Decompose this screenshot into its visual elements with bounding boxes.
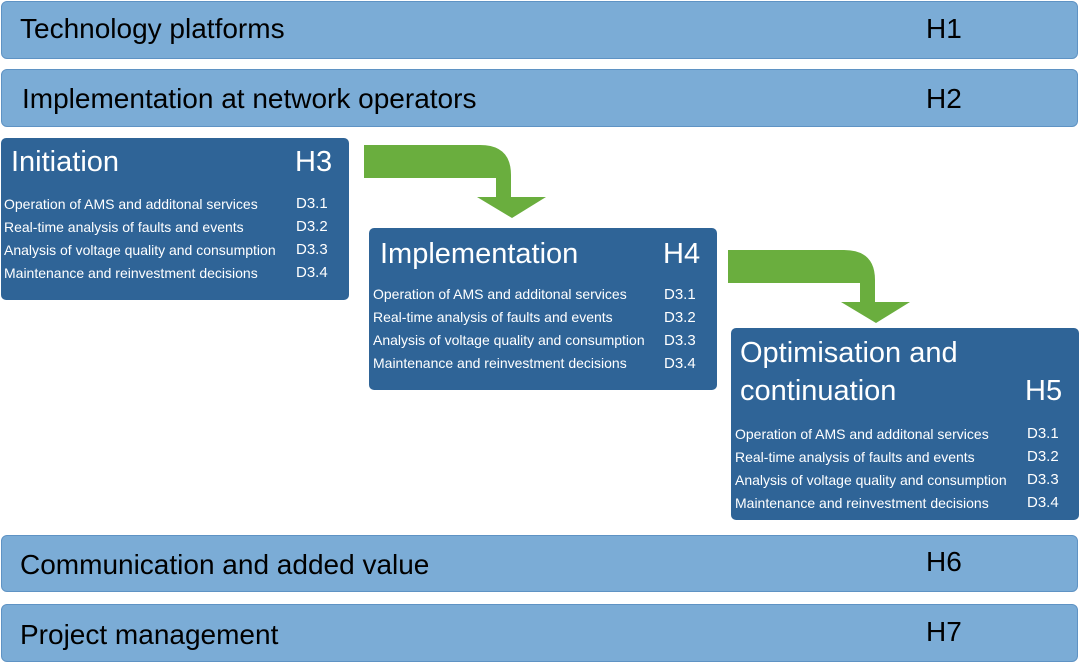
deliverable-label: Analysis of voltage quality and consumpt… [735, 472, 1007, 488]
phase-box-h3: Initiation H3 Operation of AMS and addit… [1, 138, 349, 300]
workpackage-bar-h2: Implementation at network operators H2 [1, 69, 1078, 127]
deliverable-label: Real-time analysis of faults and events [4, 219, 244, 235]
arrow-right-down-icon [364, 145, 546, 218]
phase-title-line2: continuation [740, 375, 897, 407]
phase-code: H4 [663, 238, 701, 270]
phase-title-line1: Optimisation and [740, 337, 958, 369]
deliverable-code: D3.3 [664, 332, 696, 349]
deliverable-label: Real-time analysis of faults and events [735, 449, 975, 465]
bar-label: Technology platforms [20, 13, 285, 44]
bar-label: Implementation at network operators [22, 83, 477, 114]
deliverable-label: Maintenance and reinvestment decisions [4, 265, 258, 281]
deliverable-code: D3.4 [664, 355, 696, 372]
phase-code: H5 [1025, 375, 1063, 407]
deliverable-label: Real-time analysis of faults and events [373, 309, 613, 325]
phase-title: Initiation [11, 146, 120, 178]
deliverable-label: Maintenance and reinvestment decisions [735, 495, 989, 511]
deliverable-code: D3.1 [664, 286, 696, 303]
deliverable-code: D3.3 [1027, 471, 1059, 488]
bar-code: H6 [926, 546, 962, 577]
workpackage-bar-h1: Technology platforms H1 [1, 1, 1078, 59]
phase-box-h4: Implementation H4 Operation of AMS and a… [369, 228, 717, 390]
workpackage-bar-h7: Project management H7 [1, 604, 1078, 662]
deliverable-label: Operation of AMS and additonal services [373, 286, 627, 302]
deliverable-code: D3.4 [296, 264, 328, 281]
bar-label: Communication and added value [20, 549, 430, 580]
deliverable-code: D3.1 [296, 195, 328, 212]
deliverable-label: Analysis of voltage quality and consumpt… [373, 332, 645, 348]
bar-label: Project management [20, 619, 279, 650]
arrow-right-down-icon [728, 250, 910, 323]
deliverable-code: D3.3 [296, 241, 328, 258]
deliverable-label: Operation of AMS and additonal services [4, 196, 258, 212]
deliverable-code: D3.2 [296, 218, 328, 235]
deliverable-code: D3.4 [1027, 494, 1059, 511]
deliverable-label: Operation of AMS and additonal services [735, 426, 989, 442]
bar-code: H1 [926, 13, 962, 44]
deliverable-code: D3.2 [664, 309, 696, 326]
deliverable-code: D3.1 [1027, 425, 1059, 442]
phase-box-h5: Optimisation and continuation H5 Operati… [731, 328, 1079, 520]
phase-title: Implementation [380, 238, 579, 270]
bar-code: H7 [926, 616, 962, 647]
deliverable-code: D3.2 [1027, 448, 1059, 465]
workpackage-bar-h6: Communication and added value H6 [1, 535, 1078, 592]
deliverable-label: Analysis of voltage quality and consumpt… [4, 242, 276, 258]
phase-code: H3 [295, 146, 333, 178]
bar-code: H2 [926, 83, 962, 114]
deliverable-label: Maintenance and reinvestment decisions [373, 355, 627, 371]
